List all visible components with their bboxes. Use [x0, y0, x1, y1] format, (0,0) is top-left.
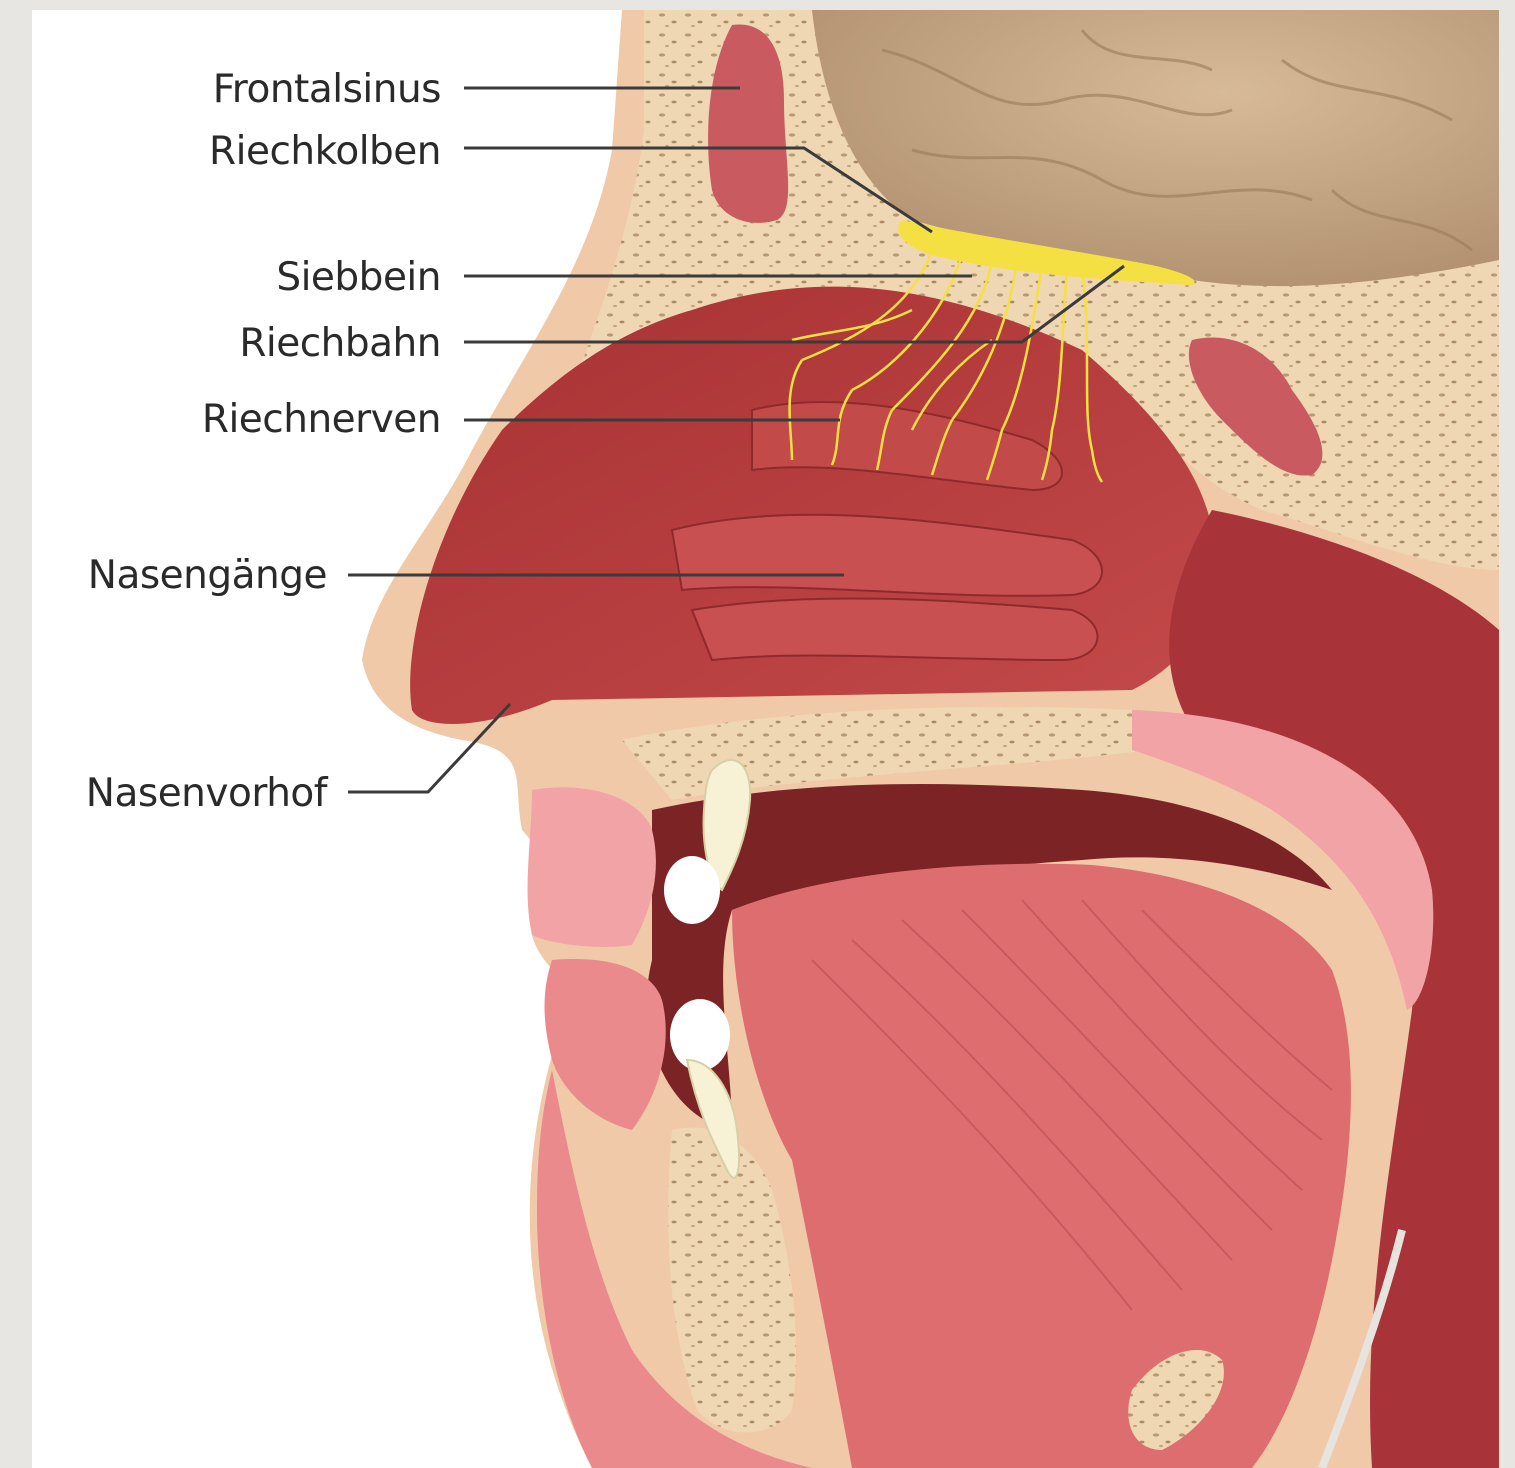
nasal-cavity-illustration	[32, 10, 1499, 1468]
upper-tooth-crown	[664, 856, 720, 924]
concha-lower	[692, 598, 1097, 660]
lower-tooth-crown	[670, 999, 730, 1071]
label-nasenvorhof: Nasenvorhof	[86, 774, 327, 813]
label-riechnerven: Riechnerven	[202, 400, 441, 439]
upper-lip	[528, 787, 656, 947]
label-frontalsinus: Frontalsinus	[213, 70, 441, 109]
label-nasengaenge: Nasengänge	[88, 556, 327, 595]
label-siebbein: Siebbein	[276, 258, 441, 297]
frontal-sinus	[708, 24, 788, 222]
diagram-frame: Frontalsinus Riechkolben Siebbein Riechb…	[32, 10, 1499, 1468]
label-riechkolben: Riechkolben	[209, 132, 441, 171]
label-riechbahn: Riechbahn	[239, 324, 441, 363]
